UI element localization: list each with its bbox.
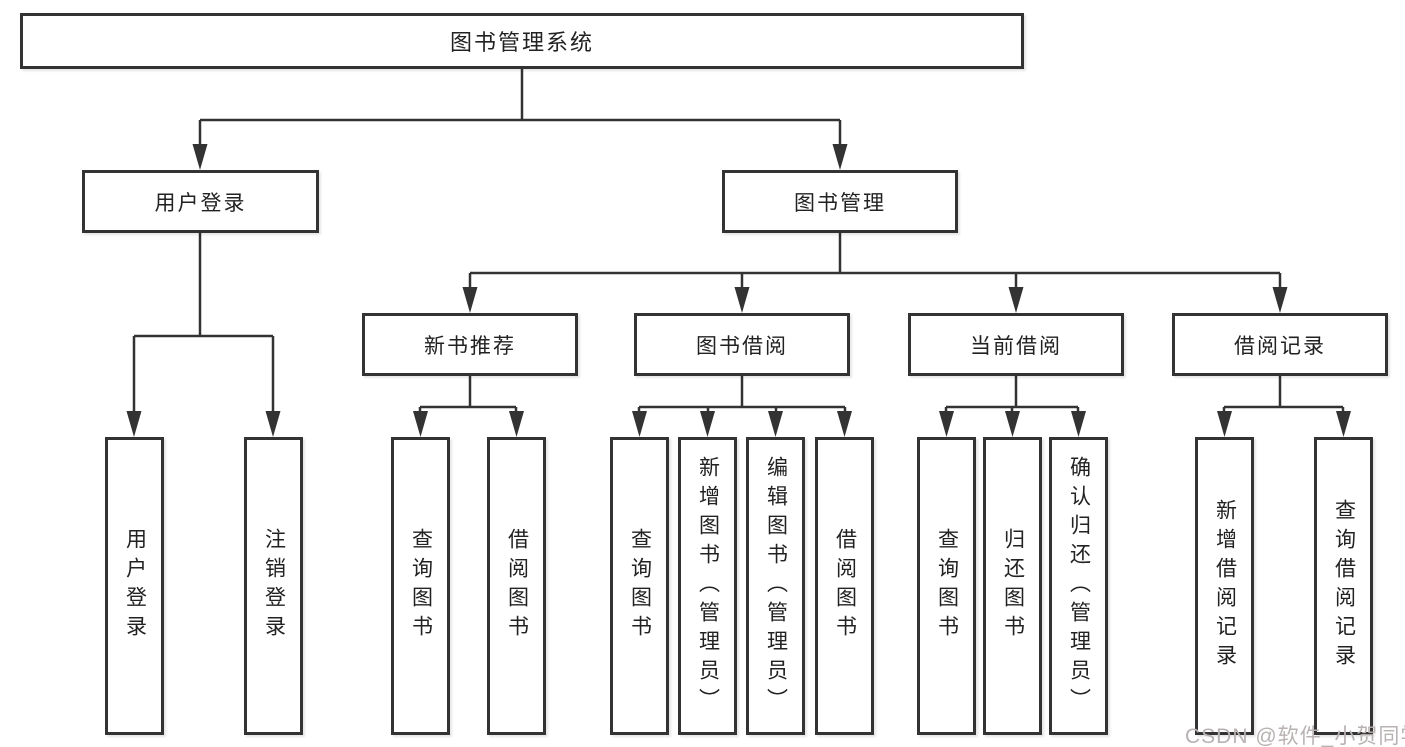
leaf-newrec-query-books: 查询图书 xyxy=(391,437,450,735)
node-library-management-system: 图书管理系统 xyxy=(20,13,1024,69)
leaf-record-add-borrow-record: 新增借阅记录 xyxy=(1195,437,1254,735)
leaf-user-login: 用户登录 xyxy=(105,437,164,735)
leaf-newrec-borrow-books: 借阅图书 xyxy=(487,437,546,735)
leaf-borrow-edit-books-admin: 编辑图书（管理员） xyxy=(746,437,805,735)
node-book-borrow: 图书借阅 xyxy=(634,313,850,376)
leaf-borrow-query-books: 查询图书 xyxy=(610,437,669,735)
node-book-management: 图书管理 xyxy=(722,170,958,233)
node-current-borrow: 当前借阅 xyxy=(908,313,1124,376)
leaf-borrow-borrow-books: 借阅图书 xyxy=(815,437,874,735)
csdn-watermark: CSDN @软件_小贺同学 xyxy=(1185,725,1405,747)
node-user-login: 用户登录 xyxy=(82,170,319,233)
node-borrow-record: 借阅记录 xyxy=(1172,313,1388,376)
leaf-record-query-borrow-record: 查询借阅记录 xyxy=(1314,437,1373,735)
leaf-current-query-books: 查询图书 xyxy=(917,437,976,735)
node-new-book-recommend: 新书推荐 xyxy=(362,313,578,376)
leaf-borrow-add-books-admin: 新增图书（管理员） xyxy=(678,437,737,735)
leaf-current-confirm-return-admin: 确认归还（管理员） xyxy=(1049,437,1108,735)
leaf-logout: 注销登录 xyxy=(244,437,303,735)
leaf-current-return-books: 归还图书 xyxy=(983,437,1042,735)
